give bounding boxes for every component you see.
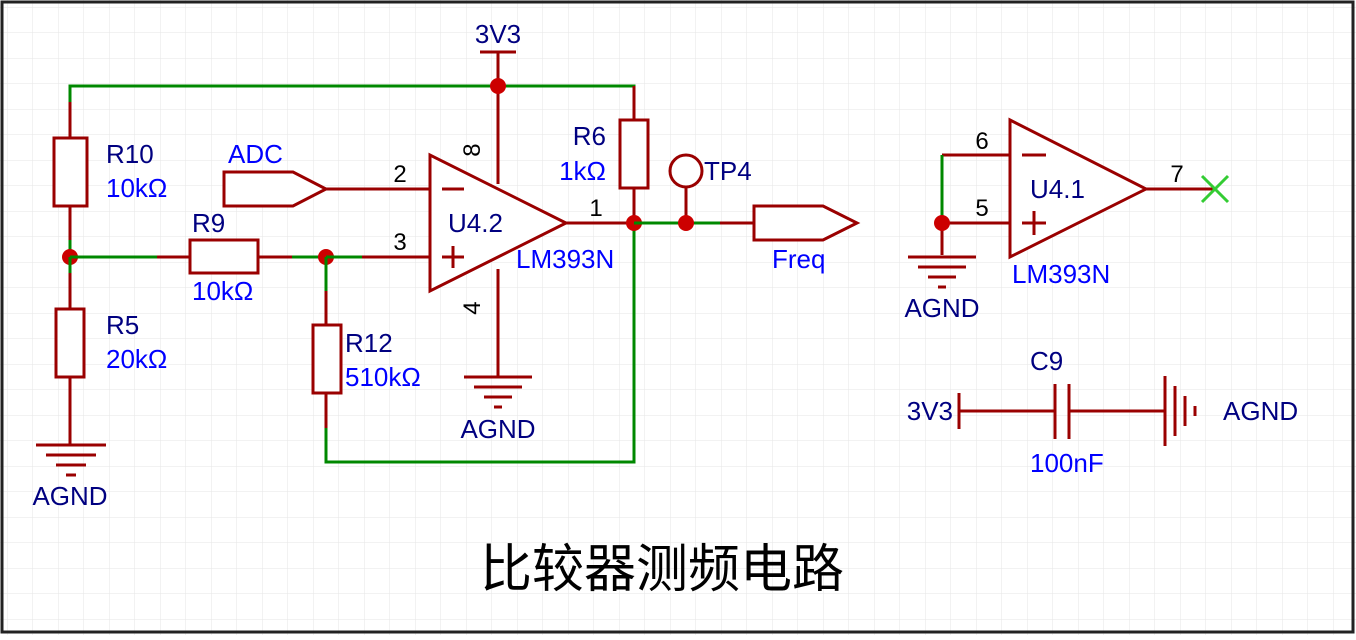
- port-label-adc: ADC: [228, 139, 283, 169]
- power-label-3v3: 3V3: [475, 19, 521, 49]
- u4-1-value: LM393N: [1012, 259, 1110, 289]
- c9-designator: C9: [1030, 346, 1063, 376]
- sheet-title: 比较器测频电路: [480, 541, 844, 599]
- r9-value: 10kΩ: [192, 276, 253, 306]
- pin-number: 8: [459, 143, 486, 156]
- junction-dot: [678, 215, 694, 231]
- net-port-freq[interactable]: Freq: [752, 204, 861, 274]
- resistor-r5[interactable]: R5 20kΩ: [54, 257, 167, 444]
- r12-value: 510kΩ: [345, 362, 421, 392]
- comparator-u4-2[interactable]: 2 3 1 8 4 U4.2 LM393N: [393, 143, 634, 376]
- net-port-adc[interactable]: ADC: [222, 139, 430, 208]
- r5-designator: R5: [106, 310, 139, 340]
- u4-2-value: LM393N: [516, 244, 614, 274]
- ground-agnd-4: AGND: [1163, 376, 1298, 446]
- pin-number: 7: [1170, 161, 1183, 188]
- port-label-freq: Freq: [772, 244, 825, 274]
- r5-value: 20kΩ: [106, 344, 167, 374]
- r9-designator: R9: [192, 208, 225, 238]
- pin-number: 4: [459, 301, 486, 314]
- u4-2-designator: U4.2: [448, 208, 503, 238]
- r6-value: 1kΩ: [559, 156, 606, 186]
- resistor-r10[interactable]: R10 10kΩ: [52, 136, 167, 257]
- ground-agnd-2: AGND: [460, 375, 536, 444]
- r10-designator: R10: [106, 139, 154, 169]
- ground-label: AGND: [460, 414, 535, 444]
- test-point-tp4[interactable]: TP4: [668, 153, 752, 223]
- ground-label: AGND: [904, 293, 979, 323]
- power-3v3-top: 3V3: [475, 19, 521, 184]
- ground-agnd-3: AGND: [904, 255, 980, 323]
- junction-dot: [490, 78, 506, 94]
- ground-agnd-1: AGND: [32, 443, 108, 511]
- junction-dot: [934, 215, 950, 231]
- pin-number: 2: [393, 161, 406, 188]
- capacitor-c9[interactable]: C9 100nF 3V3: [907, 346, 1165, 478]
- comparator-u4-1[interactable]: 6 5 7 U4.1 LM393N: [940, 117, 1214, 289]
- pin-number: 3: [393, 229, 406, 256]
- resistor-r6[interactable]: R6 1kΩ: [559, 118, 650, 223]
- tp4-designator: TP4: [704, 156, 752, 186]
- c9-value: 100nF: [1030, 448, 1104, 478]
- r6-designator: R6: [573, 121, 606, 151]
- r10-value: 10kΩ: [106, 173, 167, 203]
- pin-number: 5: [975, 195, 988, 222]
- top-rail-wire: [68, 84, 636, 138]
- power-label-3v3: 3V3: [907, 396, 953, 426]
- pin-number: 1: [589, 195, 602, 222]
- resistor-r9[interactable]: R9 10kΩ: [70, 208, 326, 306]
- ground-label: AGND: [32, 481, 107, 511]
- r12-designator: R12: [345, 328, 393, 358]
- resistor-r12[interactable]: R12 510kΩ: [311, 257, 636, 464]
- ground-label: AGND: [1223, 396, 1298, 426]
- pin-number: 6: [975, 128, 988, 155]
- no-connect-icon: [1200, 174, 1230, 204]
- u4-1-designator: U4.1: [1030, 174, 1085, 204]
